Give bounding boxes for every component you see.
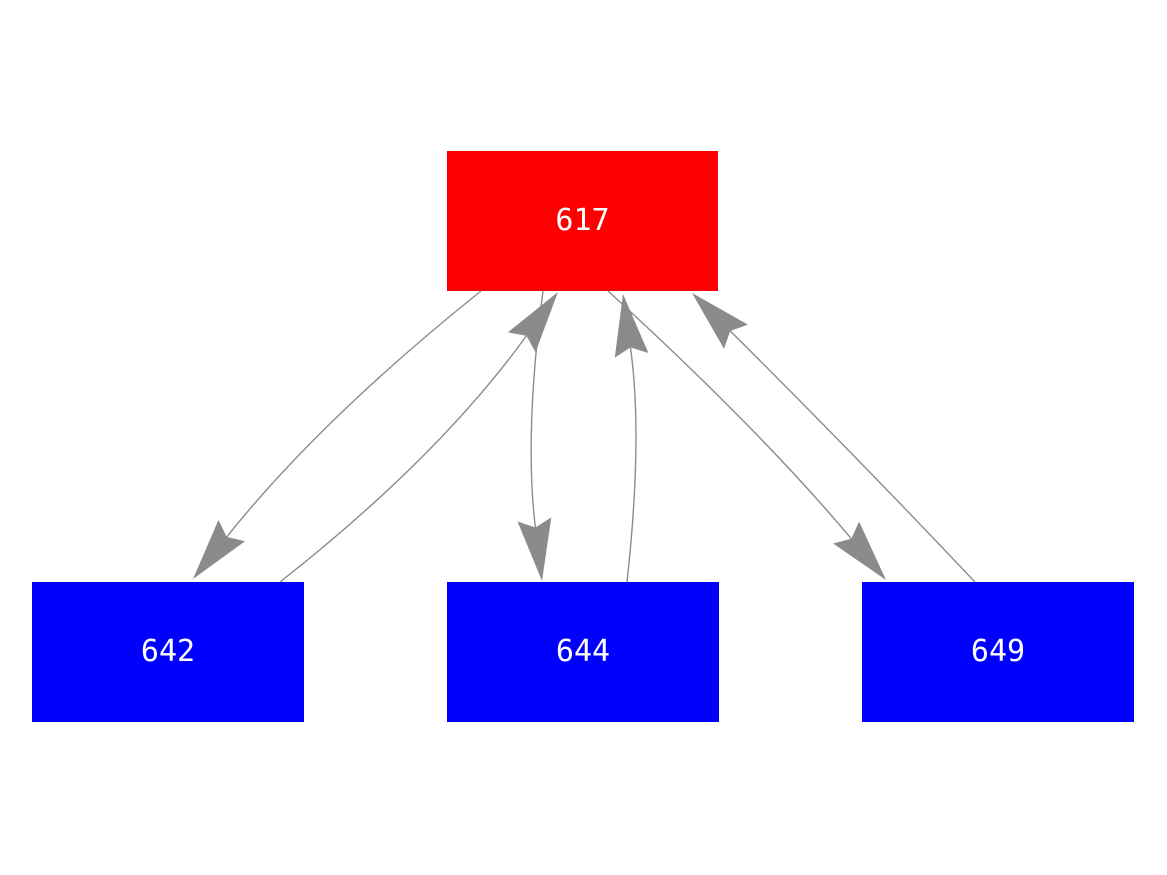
node-label: 644: [555, 634, 611, 669]
edge-line: [279, 335, 528, 583]
edge-arrowhead: [692, 293, 748, 349]
node-label: 649: [970, 634, 1026, 669]
edge-617-642: [193, 290, 482, 579]
edge-arrowhead: [833, 521, 886, 580]
edge-642-617: [279, 292, 558, 583]
edge-line: [607, 290, 852, 540]
edge-line: [226, 290, 482, 538]
node-617: 617: [447, 151, 718, 291]
edge-644-617: [614, 294, 649, 583]
edge-649-617: [692, 293, 976, 583]
node-label: 642: [140, 634, 196, 669]
edge-617-649: [607, 290, 886, 580]
node-label: 617: [555, 203, 610, 238]
node-644: 644: [447, 582, 719, 722]
edge-617-644: [517, 290, 552, 581]
edge-arrowhead: [193, 519, 246, 579]
node-642: 642: [32, 582, 304, 722]
edge-line: [729, 330, 976, 583]
edge-arrowhead: [517, 517, 552, 581]
edge-arrowhead: [614, 294, 649, 358]
edge-line: [530, 290, 544, 528]
edge-line: [626, 347, 637, 583]
node-649: 649: [862, 582, 1134, 722]
edge-arrowhead: [507, 292, 558, 353]
